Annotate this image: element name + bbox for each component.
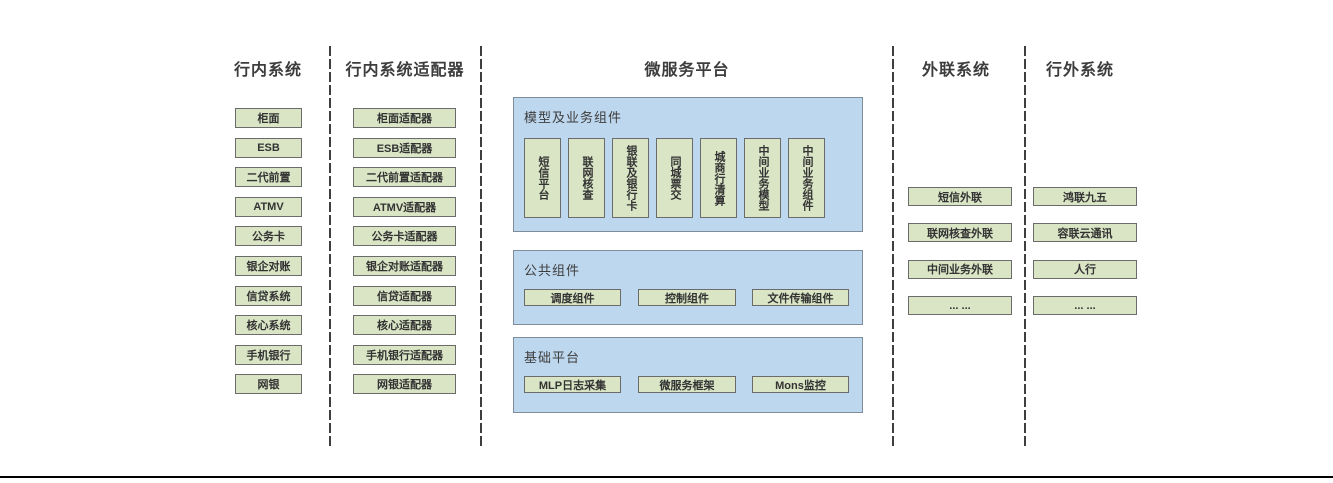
column-header-microservice-platform: 微服务平台 — [644, 62, 730, 79]
system-box: 网银 — [235, 374, 302, 395]
system-box: 容联云通讯 — [1033, 223, 1137, 243]
system-box: 信贷系统 — [235, 285, 302, 306]
system-box: ESB — [235, 137, 302, 158]
column-header-outbank-systems: 行外系统 — [1045, 62, 1114, 79]
column-divider-4 — [1024, 46, 1026, 448]
system-box: 公务卡 — [235, 226, 302, 247]
system-box: 人行 — [1033, 259, 1137, 279]
system-box: 中间业务外联 — [908, 259, 1012, 279]
component-box: MLP日志采集 — [524, 376, 621, 393]
panel-title: 模型及业务组件 — [524, 110, 623, 125]
adapter-box: ATMV适配器 — [353, 196, 456, 217]
bottom-border-line — [0, 476, 1333, 478]
system-box: 柜面 — [235, 108, 302, 128]
component-box: 银联及银行卡 — [612, 138, 649, 218]
system-box: ATMV — [235, 196, 302, 217]
base-platform-panel: 基础平台 MLP日志采集 微服务框架 Mons监控 — [513, 337, 863, 413]
system-box: 联网核查外联 — [908, 223, 1012, 243]
column-header-inbank-systems: 行内系统 — [233, 62, 302, 79]
component-box: 中间业务组件 — [788, 138, 825, 218]
panel-title: 公共组件 — [524, 263, 581, 278]
common-components-panel: 公共组件 调度组件 控制组件 文件传输组件 — [513, 250, 863, 325]
column-header-external-link-systems: 外联系统 — [921, 62, 990, 79]
system-box: 短信外联 — [908, 187, 1012, 206]
component-box: 城商行清算 — [700, 138, 737, 218]
system-box: 核心系统 — [235, 315, 302, 336]
system-box: 银企对账 — [235, 255, 302, 276]
column-divider-1 — [329, 46, 331, 448]
inbank-systems-column: 柜面 ESB 二代前置 ATMV 公务卡 银企对账 信贷系统 核心系统 手机银行… — [235, 108, 302, 395]
outbank-column: 鸿联九五 容联云通讯 人行 ... ... — [1033, 187, 1137, 316]
adapter-box: 核心适配器 — [353, 315, 456, 336]
model-components-row: 短信平台 联网核查 银联及银行卡 同城票交 城商行清算 中间业务模型 中间业务组… — [524, 138, 825, 218]
component-box: 调度组件 — [524, 289, 621, 306]
column-header-inbank-adapters: 行内系统适配器 — [345, 62, 465, 79]
adapter-box: 手机银行适配器 — [353, 344, 456, 365]
component-box: 同城票交 — [656, 138, 693, 218]
system-box: ... ... — [1033, 296, 1137, 316]
component-box: 联网核查 — [568, 138, 605, 218]
system-box: 手机银行 — [235, 344, 302, 365]
system-box: ... ... — [908, 296, 1012, 316]
adapter-box: 柜面适配器 — [353, 108, 456, 128]
adapter-box: 信贷适配器 — [353, 285, 456, 306]
component-box: Mons监控 — [752, 376, 849, 393]
component-box: 中间业务模型 — [744, 138, 781, 218]
adapter-box: 网银适配器 — [353, 374, 456, 395]
column-divider-3 — [892, 46, 894, 448]
system-box: 鸿联九五 — [1033, 187, 1137, 206]
model-business-components-panel: 模型及业务组件 短信平台 联网核查 银联及银行卡 同城票交 城商行清算 中间业务… — [513, 97, 863, 232]
adapter-box: 公务卡适配器 — [353, 226, 456, 247]
component-box: 控制组件 — [638, 289, 736, 306]
component-box: 文件传输组件 — [752, 289, 849, 306]
component-box: 短信平台 — [524, 138, 561, 218]
adapter-box: 二代前置适配器 — [353, 167, 456, 188]
inbank-adapters-column: 柜面适配器 ESB适配器 二代前置适配器 ATMV适配器 公务卡适配器 银企对账… — [353, 108, 456, 395]
system-box: 二代前置 — [235, 167, 302, 188]
external-link-column: 短信外联 联网核查外联 中间业务外联 ... ... — [908, 187, 1012, 316]
column-divider-2 — [480, 46, 482, 448]
panel-title: 基础平台 — [524, 350, 581, 365]
adapter-box: ESB适配器 — [353, 137, 456, 158]
component-box: 微服务框架 — [638, 376, 736, 393]
adapter-box: 银企对账适配器 — [353, 255, 456, 276]
